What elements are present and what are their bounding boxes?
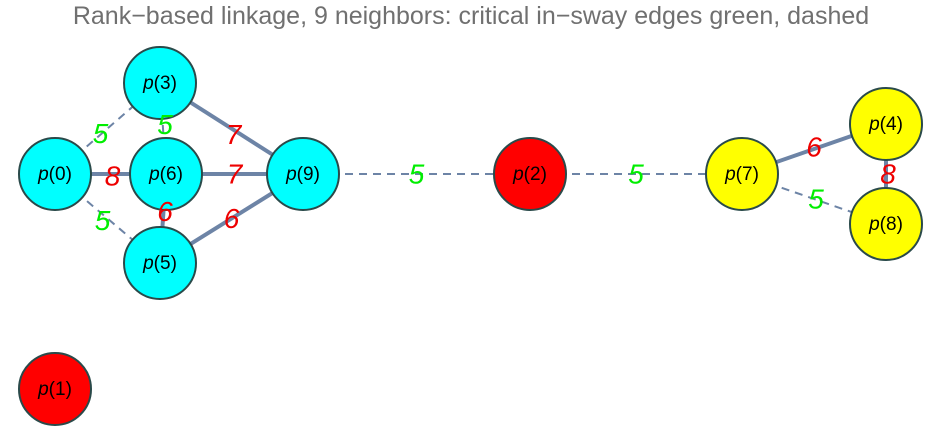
node-label-suffix: (8) bbox=[880, 214, 903, 235]
node-label-prefix: p bbox=[512, 164, 524, 185]
diagram-title: Rank−based linkage, 9 neighbors: critica… bbox=[72, 2, 870, 30]
node-label-p1: p(1) bbox=[37, 379, 72, 400]
node-p5: p(5) bbox=[123, 226, 197, 300]
node-circle-p8 bbox=[849, 187, 923, 261]
node-label-prefix: p bbox=[868, 114, 880, 135]
node-label-suffix: (4) bbox=[880, 114, 903, 135]
nodes-layer: p(0)p(1)p(2)p(3)p(4)p(5)p(6)p(7)p(8)p(9) bbox=[18, 46, 923, 426]
node-label-prefix: p bbox=[37, 379, 49, 400]
edge-label-0-6: 8 bbox=[105, 161, 121, 192]
edge-label-7-4: 6 bbox=[806, 132, 822, 163]
node-p7: p(7) bbox=[705, 137, 779, 211]
node-p1: p(1) bbox=[18, 352, 92, 426]
node-p2: p(2) bbox=[493, 137, 567, 211]
node-label-suffix: (6) bbox=[160, 164, 183, 185]
node-circle-p2 bbox=[493, 137, 567, 211]
node-circle-p1 bbox=[18, 352, 92, 426]
node-label-prefix: p bbox=[148, 164, 160, 185]
node-label-prefix: p bbox=[142, 253, 154, 274]
node-label-p3: p(3) bbox=[142, 73, 177, 94]
node-label-suffix: (7) bbox=[736, 164, 759, 185]
node-label-prefix: p bbox=[37, 164, 49, 185]
node-label-suffix: (2) bbox=[524, 164, 547, 185]
node-label-suffix: (3) bbox=[154, 73, 177, 94]
node-p9: p(9) bbox=[266, 137, 340, 211]
node-label-prefix: p bbox=[724, 164, 736, 185]
node-label-p6: p(6) bbox=[148, 164, 183, 185]
node-p4: p(4) bbox=[849, 87, 923, 161]
node-label-p8: p(8) bbox=[868, 214, 903, 235]
edge-label-3-9: 7 bbox=[226, 119, 243, 150]
edge-label-4-8: 8 bbox=[880, 159, 896, 190]
node-label-p5: p(5) bbox=[142, 253, 177, 274]
node-p6: p(6) bbox=[129, 137, 203, 211]
node-label-p0: p(0) bbox=[37, 164, 72, 185]
node-label-suffix: (0) bbox=[49, 164, 72, 185]
node-label-p9: p(9) bbox=[285, 164, 320, 185]
node-circle-p4 bbox=[849, 87, 923, 161]
node-label-prefix: p bbox=[285, 164, 297, 185]
node-label-prefix: p bbox=[868, 214, 880, 235]
edge-label-7-8: 5 bbox=[808, 184, 824, 215]
edge-label-9-2: 5 bbox=[409, 159, 425, 190]
edge-label-3-6: 5 bbox=[157, 109, 173, 140]
node-circle-p0 bbox=[18, 137, 92, 211]
node-label-suffix: (1) bbox=[49, 379, 72, 400]
node-label-p4: p(4) bbox=[868, 114, 903, 135]
edge-label-5-9: 6 bbox=[224, 203, 240, 234]
edge-label-2-7: 5 bbox=[628, 159, 644, 190]
node-circle-p3 bbox=[123, 46, 197, 120]
node-label-suffix: (9) bbox=[297, 164, 320, 185]
node-label-p7: p(7) bbox=[724, 164, 759, 185]
edge-label-6-9: 7 bbox=[227, 159, 244, 190]
node-circle-p5 bbox=[123, 226, 197, 300]
node-p3: p(3) bbox=[123, 46, 197, 120]
node-circle-p7 bbox=[705, 137, 779, 211]
node-circle-p6 bbox=[129, 137, 203, 211]
node-label-prefix: p bbox=[142, 73, 154, 94]
node-label-p2: p(2) bbox=[512, 164, 547, 185]
edge-labels-layer: 5 5 8 5 6 7 7 6 5 5 6 5 8 bbox=[93, 109, 897, 236]
edge-label-0-3: 5 bbox=[93, 118, 109, 149]
edge-label-6-5: 6 bbox=[157, 196, 173, 227]
node-circle-p9 bbox=[266, 137, 340, 211]
node-p0: p(0) bbox=[18, 137, 92, 211]
node-label-suffix: (5) bbox=[154, 253, 177, 274]
edge-label-0-5: 5 bbox=[95, 205, 111, 236]
node-p8: p(8) bbox=[849, 187, 923, 261]
